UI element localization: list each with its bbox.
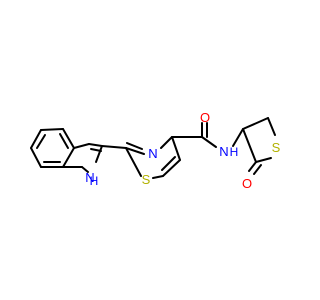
bond-lines <box>30 117 276 179</box>
indole-nh-hydrogen-label: H <box>90 174 99 188</box>
ketone-oxygen-label: O <box>242 176 252 191</box>
atom-labels: N H N S O N H S O <box>85 110 280 191</box>
amide-hydrogen-label: H <box>230 145 239 159</box>
ring-sulfur-label: S <box>272 140 281 155</box>
carbonyl-oxygen-label: O <box>200 110 210 125</box>
thiazole-nitrogen-label: N <box>148 146 157 161</box>
amide-nitrogen-label: N <box>219 144 228 159</box>
molecule-structure-diagram: N H N S O N H S O <box>30 110 281 191</box>
indole-nitrogen-label: N <box>85 170 94 185</box>
thiazole-sulfur-label: S <box>142 172 151 187</box>
